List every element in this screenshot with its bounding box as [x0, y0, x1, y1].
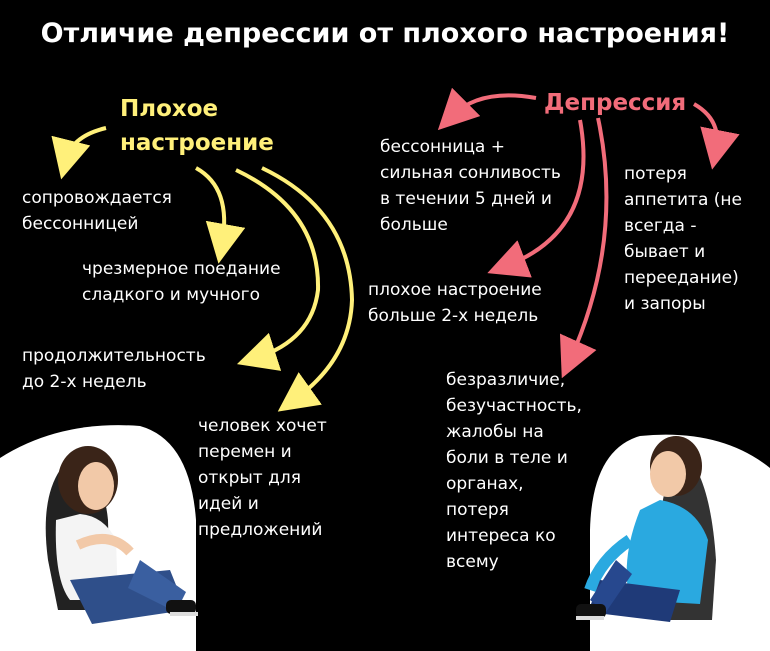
- bad-mood-item-1: сопровождается бессонницей: [22, 188, 172, 234]
- depression-item-2: потеря аппетита (не всегда - бывает и пе…: [624, 164, 742, 314]
- depression-heading: Депрессия: [544, 90, 687, 116]
- page-title: Отличие депрессии от плохого настроения!: [40, 18, 730, 49]
- depression-item-1: бессонница + сильная сонливость в течени…: [380, 137, 561, 235]
- arrow-to-openness: [261, 166, 355, 412]
- arrow-to-long-mood: [487, 119, 586, 278]
- bad-mood-item-4: человек хочет перемен и открыт для идей …: [198, 416, 327, 540]
- bad-mood-item-2: чрезмерное поедание сладкого и мучного: [82, 259, 281, 305]
- bad-mood-item-3: продолжительность до 2-х недель: [22, 346, 206, 392]
- depression-item-3: плохое настроение больше 2-х недель: [368, 280, 542, 326]
- arrow-to-duration: [235, 168, 321, 371]
- arrow-to-insomnia: [51, 126, 107, 180]
- depression-item-4: безразличие, безучастность, жалобы на бо…: [446, 370, 582, 572]
- arrow-to-apathy: [559, 117, 609, 379]
- arrow-to-appetite: [692, 102, 740, 170]
- arrow-to-sleep: [437, 87, 537, 131]
- bad-mood-heading: Плохое настроение: [120, 96, 274, 156]
- arrow-to-overeating: [194, 166, 246, 264]
